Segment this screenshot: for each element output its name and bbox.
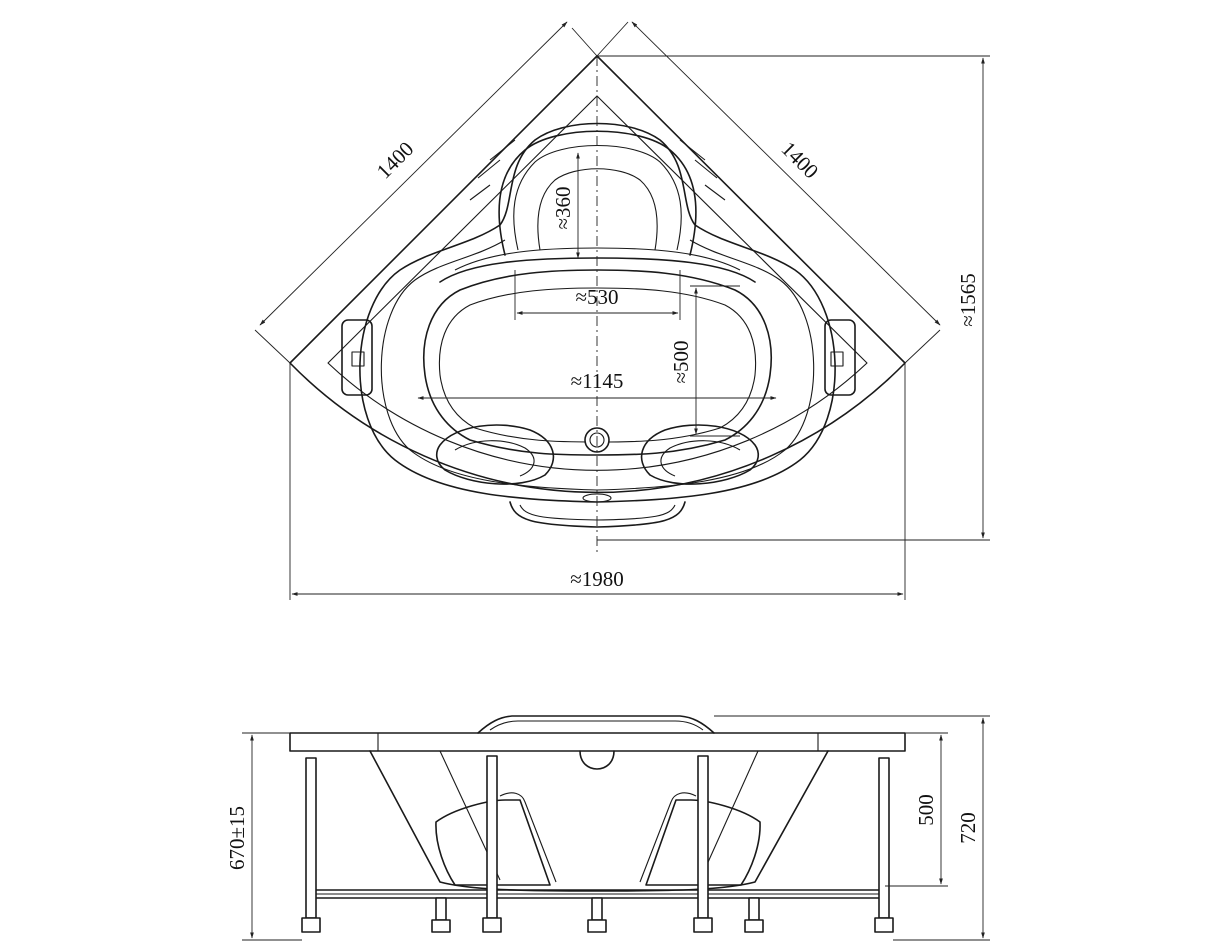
side-bowl — [369, 750, 829, 892]
side-seat-left — [435, 799, 551, 886]
side-rim — [289, 732, 906, 752]
dim-side-right: 1400 — [777, 137, 824, 184]
handle-left — [341, 319, 373, 396]
dim-inner-width: ≈530 — [575, 285, 618, 309]
dim-seat: ≈500 — [669, 340, 693, 383]
drain-inner — [589, 432, 605, 448]
seat-right-inner — [660, 440, 741, 477]
dim-headrest: ≈360 — [551, 186, 575, 229]
seat-left — [435, 424, 555, 485]
front-step-inner — [519, 504, 676, 521]
front-step — [509, 501, 686, 528]
seat-left-inner — [454, 440, 535, 477]
headrest-mid — [513, 144, 682, 251]
handle-right — [824, 319, 856, 396]
dim-bowl-depth: 500 — [914, 794, 938, 826]
outer-rim — [289, 55, 906, 494]
bowl-floor-inner — [438, 287, 757, 443]
bowl-floor — [422, 269, 773, 456]
shelf-back — [454, 247, 741, 271]
dim-inner-length: ≈1145 — [571, 369, 624, 393]
seat-right — [640, 424, 760, 485]
bowl-outer — [359, 122, 836, 503]
dim-leg-height: 670±15 — [225, 806, 249, 870]
side-leg — [301, 755, 894, 933]
dim-total-height: 720 — [956, 812, 980, 844]
inner-rim — [327, 95, 868, 471]
dim-side-left: 1400 — [372, 137, 419, 184]
side-view: 670±15 500 720 — [225, 715, 990, 941]
side-overflow — [579, 750, 615, 770]
dim-width: ≈1980 — [570, 567, 624, 591]
side-seat-right — [645, 799, 761, 886]
top-view: 1400 1400 ≈1565 ≈1980 ≈1145 ≈530 ≈360 ≈5… — [254, 21, 990, 600]
side-headrest — [477, 715, 715, 734]
dim-depth: ≈1565 — [956, 273, 980, 327]
headrest-outer — [498, 130, 697, 256]
